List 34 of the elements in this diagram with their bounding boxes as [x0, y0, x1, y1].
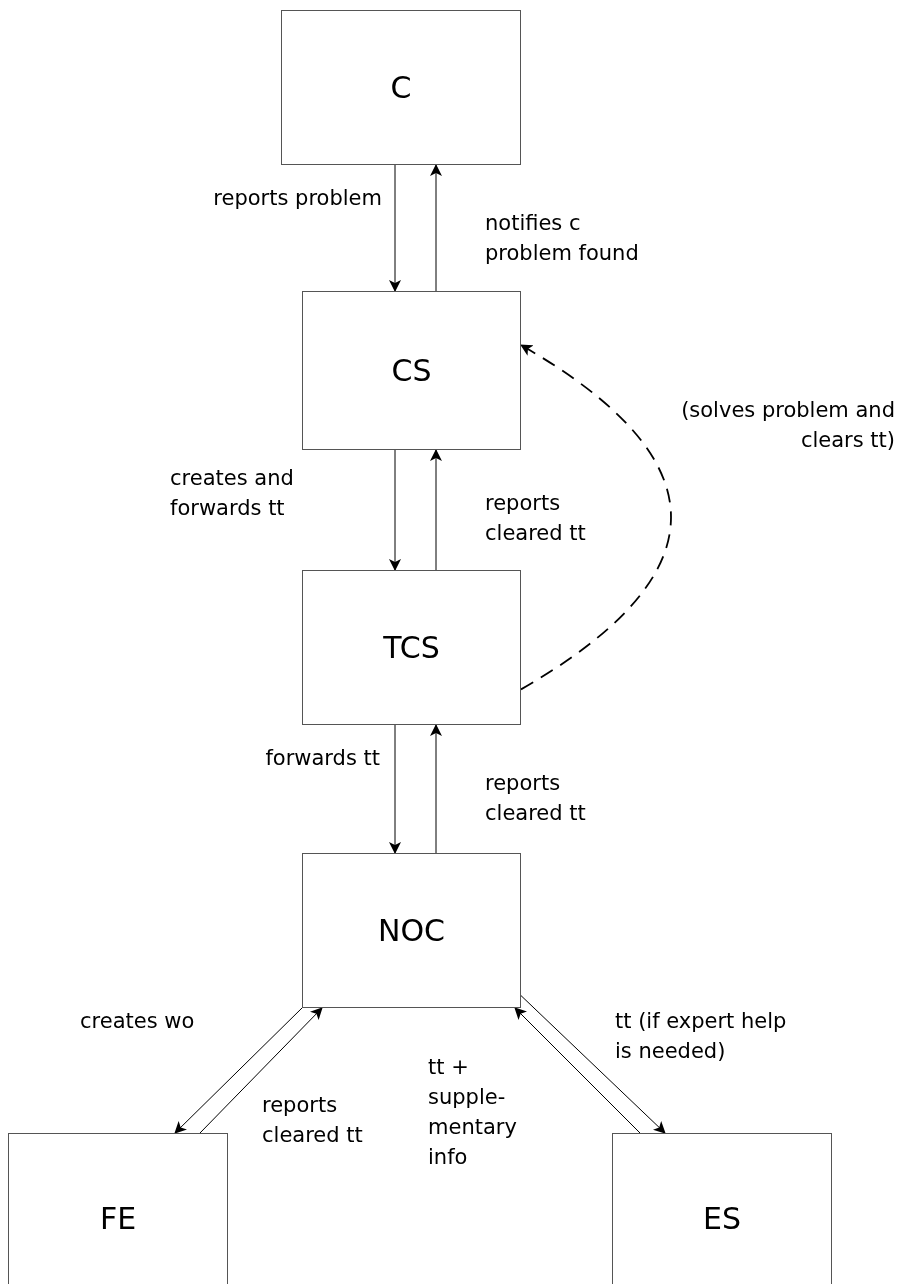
- arrow: [174, 1007, 303, 1134]
- node-label: ES: [703, 1200, 741, 1236]
- arrow: [389, 724, 401, 854]
- process-box: [302, 570, 521, 725]
- arrow: [389, 164, 401, 292]
- arrow: [430, 164, 442, 292]
- dashed-arrow: [520, 344, 672, 691]
- process-box: [302, 853, 521, 1008]
- edge-label: notifies c problem found: [485, 210, 640, 267]
- arrow: [514, 1007, 641, 1134]
- node-label: NOC: [378, 913, 445, 948]
- process-box: [302, 291, 521, 450]
- arrow: [520, 995, 666, 1134]
- edge-label: (solves problem and clears tt): [680, 397, 895, 454]
- process-box: [281, 10, 521, 165]
- edge-label: reports cleared tt: [262, 1092, 364, 1149]
- process-box: [8, 1133, 228, 1284]
- edge-label: creates wo: [80, 1008, 196, 1035]
- arrow: [199, 1007, 323, 1134]
- edge-label: tt (if expert help is needed): [615, 1008, 788, 1065]
- node-label: FE: [99, 1200, 137, 1236]
- edge-label: creates and forwards tt: [170, 465, 295, 522]
- process-box: [612, 1133, 832, 1284]
- edge-label: reports cleared tt: [485, 770, 587, 827]
- edge-label: reports cleared tt: [485, 490, 587, 547]
- arrow: [389, 449, 401, 571]
- edge-label: reports problem: [212, 185, 382, 212]
- node-label: CS: [391, 353, 432, 388]
- arrow: [430, 449, 442, 571]
- node-label: TCS: [383, 630, 440, 665]
- edge-label: forwards tt: [264, 745, 380, 772]
- arrow: [430, 724, 442, 854]
- node-label: C: [390, 70, 412, 105]
- edge-label: tt + supple-mentary info: [428, 1054, 518, 1171]
